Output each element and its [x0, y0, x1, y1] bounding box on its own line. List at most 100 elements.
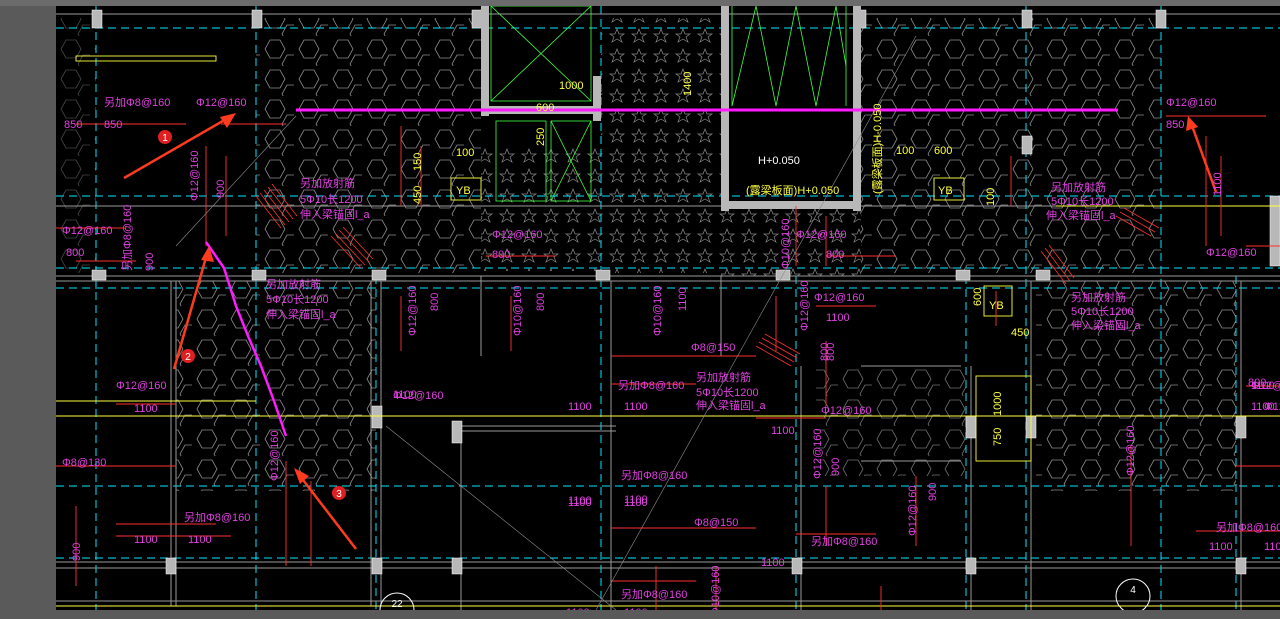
annotation-text: 1400 — [682, 72, 694, 96]
annotation-text: 850 — [64, 119, 82, 131]
annotation-text: 1100 — [624, 494, 648, 506]
annotation-text: 900 — [144, 253, 156, 271]
annotation-text: 1100 — [568, 495, 592, 507]
background-photo-strip — [0, 0, 1280, 6]
annotation-text: Φ10@160 — [652, 285, 664, 336]
numbered-markers: 1 2 3 — [158, 130, 346, 500]
annotation-text: 1100 — [771, 425, 795, 437]
annotation-text: 800 — [535, 293, 547, 311]
annotation-text: 850 — [104, 119, 122, 131]
annotation-text: 600 — [934, 145, 952, 157]
annotation-text: 另加Φ8@160 — [184, 511, 250, 524]
annotation-text: Φ12@160 — [812, 428, 824, 479]
annotation-text: 5Φ10长1200 — [696, 386, 759, 399]
annotation-text: 1100 — [624, 401, 648, 413]
annotation-text: 900 — [56, 6, 74, 9]
annotation-text: YB — [456, 185, 471, 197]
annotation-text: 1100 — [1251, 401, 1275, 413]
annotation-text: 1100 — [761, 557, 785, 569]
annotation-text: Φ12@160 — [492, 229, 543, 241]
annotation-text: Φ12@160 — [269, 430, 281, 481]
annotation-text: 1100 — [1264, 541, 1280, 553]
annotation-text: 1000 — [559, 80, 583, 92]
annotation-text: 850 — [1166, 119, 1184, 131]
annotation-text: 另加Φ8@160 — [121, 205, 134, 271]
annotation-text: 900 — [927, 483, 939, 501]
annotation-text: Φ12@160 — [116, 380, 167, 392]
annotation-text: Φ12@160 — [907, 485, 919, 536]
marker-1: 1 — [158, 130, 172, 144]
annotation-text: 800 — [819, 343, 831, 361]
svg-text:1: 1 — [162, 133, 168, 144]
annotation-text: 1100 — [188, 534, 212, 546]
svg-text:22: 22 — [391, 599, 403, 610]
structural-plan-drawing: 123 224 另加Φ8@160Φ12@160850850Φ12@160850Φ… — [56, 6, 1280, 610]
annotation-text: 1100 — [134, 403, 158, 415]
annotation-text: 1100 — [134, 534, 158, 546]
axis-bubble-4: 4 — [1115, 578, 1151, 610]
svg-text:3: 3 — [336, 489, 342, 500]
annotation-text: 伸入梁锚固l_a — [696, 398, 767, 412]
annotation-text: 1000 — [992, 392, 1004, 416]
annotation-text: 伸入梁锚固l_a — [1046, 208, 1117, 222]
annotation-text: 1100 — [826, 312, 850, 324]
annotation-text: 5Φ10长1200 — [266, 293, 329, 306]
annotation-text: Φ12@160 — [196, 97, 247, 109]
annotation-text: H+0.050 — [758, 155, 800, 167]
annotation-text: Φ12@160 — [407, 285, 419, 336]
annotation-text: Φ12@160 — [1125, 425, 1137, 476]
annotation-text: YB — [938, 185, 953, 197]
annotation-text: 另加放射筋 — [1071, 290, 1126, 304]
annotation-text: 800 — [1248, 377, 1266, 389]
annotation-text: 伸入梁锚固l_a — [1071, 318, 1142, 332]
annotation-text: 800 — [429, 293, 441, 311]
annotation-text: Φ12@160 — [821, 405, 872, 417]
annotation-text: 450 — [412, 186, 424, 204]
annotation-text: 另加放射筋 — [1051, 180, 1106, 194]
marker-2: 2 — [181, 349, 195, 363]
annotation-text: 250 — [535, 128, 547, 146]
annotation-text: 另加Φ8@160 — [621, 588, 687, 601]
annotation-text: 800 — [826, 249, 844, 261]
marker-3: 3 — [332, 486, 346, 500]
annotation-text: Φ12@160 — [1251, 380, 1280, 392]
annotation-text: Φ12@160 — [1166, 97, 1217, 109]
annotation-text: 1100 — [393, 389, 417, 401]
annotation-text: Φ12@160 — [393, 390, 444, 402]
annotation-text: 1100 — [624, 497, 648, 509]
annotation-text: Φ8@150 — [694, 517, 738, 529]
annotation-text: 900 — [215, 180, 227, 198]
annotation-text: 800 — [492, 249, 510, 261]
annotation-text: Φ12@160 — [799, 280, 811, 331]
annotation-text: 5Φ10长1200 — [300, 193, 363, 206]
annotation-text: Φ10@160 — [710, 565, 722, 610]
annotation-text: 1100 — [568, 401, 592, 413]
annotation-text: 100 — [896, 145, 914, 157]
annotation-text: 另加放射筋 — [300, 176, 355, 190]
svg-text:2: 2 — [185, 352, 191, 363]
annotation-text: 1100 — [1251, 380, 1275, 392]
annotation-text: 另加Φ8@160 — [618, 379, 684, 392]
annotation-text: 1100 — [624, 607, 648, 610]
axis-bubbles: 22 4 — [379, 578, 1151, 610]
annotation-text: (露梁板面)H-0.050 — [870, 104, 884, 194]
highlight-lines — [204, 108, 1118, 437]
annotation-text: 600 — [536, 102, 554, 114]
annotation-text: 100 — [456, 147, 474, 159]
annotation-text: 1100 — [566, 607, 590, 610]
annotation-text: 另加Φ8@160 — [1216, 521, 1280, 534]
dimension-lines — [56, 115, 1280, 610]
annotation-text: 900 — [71, 543, 83, 561]
annotation-text: 另加放射筋 — [696, 370, 751, 384]
annotation-text: 5Φ10长1200 — [1051, 195, 1114, 208]
annotation-text: 1100 — [677, 287, 689, 311]
annotation-text: 450 — [1011, 327, 1029, 339]
annotation-text: 150 — [412, 153, 424, 171]
annotation-text: 另加Φ8@160 — [104, 96, 170, 109]
annotation-text: 另加Φ8@160 — [621, 469, 687, 482]
annotation-text: 600 — [972, 288, 984, 306]
annotation-text: Φ8@150 — [691, 342, 735, 354]
